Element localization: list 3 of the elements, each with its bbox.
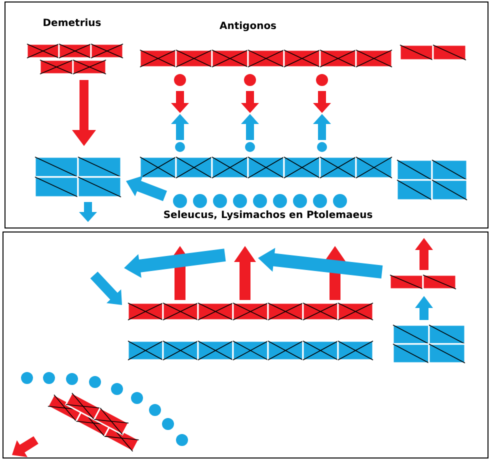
unit-label: Antigonos [219, 21, 277, 32]
unit-label: Seleucus, Lysimachos en Ptolemaeus [163, 210, 373, 221]
unit-label: Demetrius [42, 18, 102, 29]
